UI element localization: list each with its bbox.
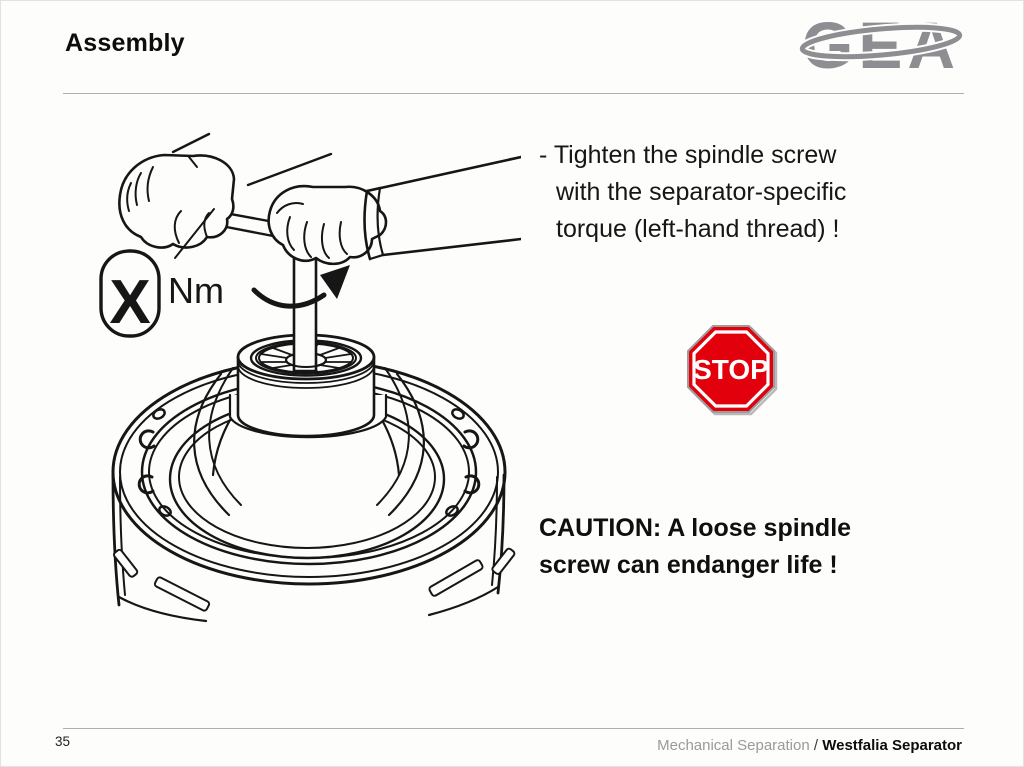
assembly-illustration: X Nm (99, 132, 521, 623)
footer-brand: Westfalia Separator (822, 737, 962, 754)
gea-logo-text: GEA (802, 11, 960, 73)
stop-sign-icon: STOP (687, 325, 778, 416)
footer-slash: / (809, 737, 823, 754)
stop-sign-label: STOP (693, 354, 769, 385)
gea-logo: GEA (797, 11, 965, 73)
footer-breadcrumb: Mechanical Separation / Westfalia Separa… (657, 737, 962, 754)
bullet-text: - Tighten the spindle screw with the sep… (539, 141, 847, 243)
footer-divider (63, 728, 964, 729)
title-divider (63, 93, 964, 94)
page-number: 35 (55, 734, 71, 749)
rotation-arrow-icon (251, 287, 327, 309)
left-hand (118, 132, 236, 249)
torque-x-label: X (109, 268, 150, 337)
torque-oval (99, 249, 161, 338)
footer-section: Mechanical Separation (657, 737, 810, 754)
logo-orbit-icon (797, 22, 965, 62)
slide-title: Assembly (65, 29, 185, 57)
sleeve (246, 152, 521, 261)
caution-text: CAUTION: A loose spindle screw can endan… (539, 514, 852, 579)
torque-unit-label: Nm (168, 270, 224, 311)
right-hand (267, 184, 388, 266)
